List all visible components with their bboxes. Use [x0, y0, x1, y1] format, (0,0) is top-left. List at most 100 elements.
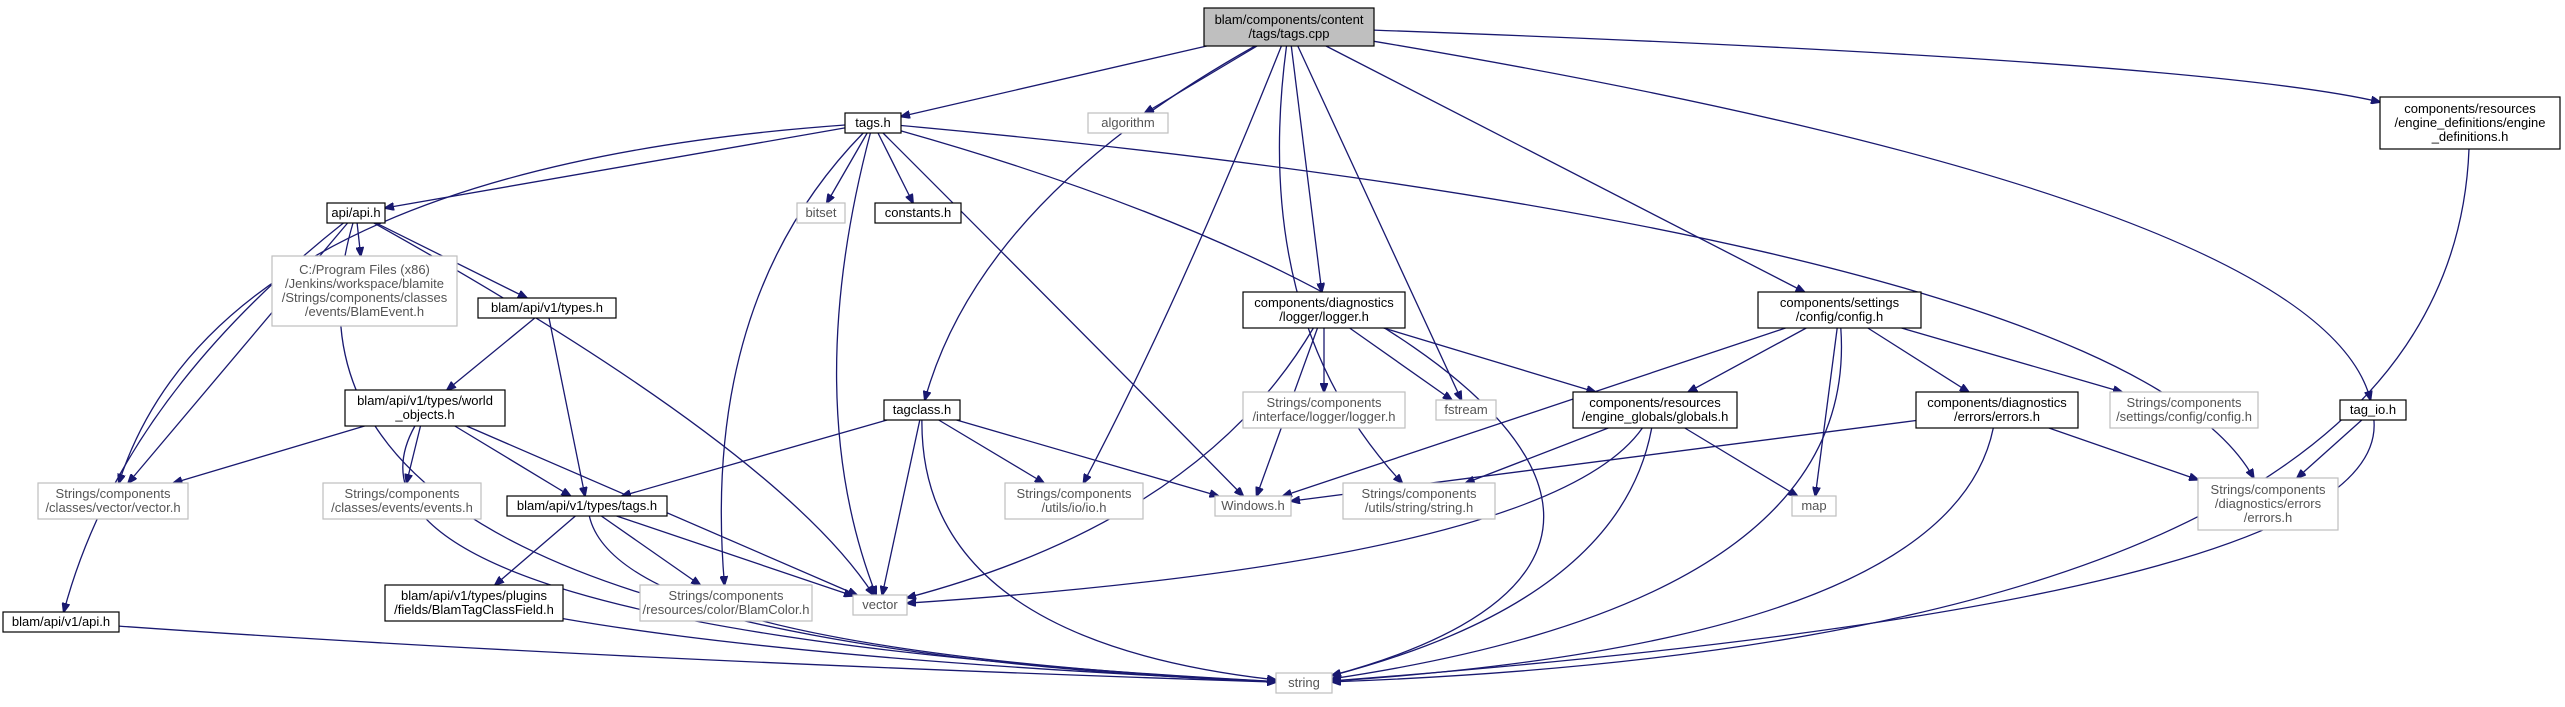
node-vector-h: Strings/components/classes/vector/vector… [37, 482, 189, 520]
node-label: blam/api/v1/api.h [12, 614, 110, 629]
edge-root-to-logger_h [1290, 45, 1322, 292]
edge-tags_h-to-bitset [827, 132, 868, 203]
node-label: map [1801, 498, 1826, 513]
edge-arrow [1688, 327, 1807, 392]
edge-config_h-to-errors_h [1867, 327, 1969, 392]
edge-tags_h-to-api_h [385, 127, 846, 208]
edge-arrow [1283, 327, 1786, 496]
edge-arrow [407, 425, 422, 483]
node-label: components/diagnostics [1927, 395, 2067, 410]
node-box [2339, 399, 2407, 421]
node-label: /settings/config/config.h [2116, 409, 2252, 424]
node-box [1004, 482, 1144, 520]
edge-config_h-to-map [1815, 327, 1838, 496]
node-errors-str: Strings/components/diagnostics/errors/er… [2197, 477, 2339, 531]
node-config-h[interactable]: components/settings/config/config.h [1757, 291, 1922, 329]
node-label: /classes/vector/vector.h [45, 500, 180, 515]
edge-tagclass_h-to-vector [882, 419, 921, 595]
edge-arrow [1332, 419, 2375, 681]
edge-arrow [562, 617, 1276, 682]
node-label: algorithm [1101, 115, 1154, 130]
node-label: /fields/BlamTagClassField.h [394, 602, 554, 617]
edge-api_v1_api-to-string [118, 625, 1276, 682]
node-box [1915, 391, 2079, 429]
node-types-tags-h[interactable]: blam/api/v1/types/tags.h [506, 495, 668, 517]
node-box [874, 202, 962, 224]
node-globals-h[interactable]: components/resources/engine_globals/glob… [1572, 391, 1738, 429]
node-box [271, 255, 458, 327]
edge-tags_h-to-vector_h [119, 124, 846, 483]
node-box [2109, 391, 2259, 429]
node-label: /logger/logger.h [1279, 309, 1369, 324]
edge-arrow [1325, 45, 1805, 292]
edge-root-to-tags_h [901, 45, 1207, 117]
node-label: bitset [805, 205, 836, 220]
node-box [384, 584, 564, 622]
node-map: map [1791, 495, 1837, 517]
node-box [844, 112, 902, 134]
node-vector: vector [852, 594, 908, 616]
edge-tags_h-to-blamcolor [721, 132, 864, 585]
node-box [344, 389, 506, 427]
node-blamcolor: Strings/components/resources/color/BlamC… [639, 584, 813, 622]
node-label: string [1288, 675, 1320, 690]
edge-arrow [1349, 327, 1452, 400]
node-label: Strings/components [2127, 395, 2242, 410]
node-api-v1-api[interactable]: blam/api/v1/api.h [2, 611, 120, 633]
node-world-objects[interactable]: blam/api/v1/types/world_objects.h [344, 389, 506, 427]
node-box [1791, 495, 1837, 517]
edge-arrow [119, 124, 846, 483]
node-errors-h[interactable]: components/diagnostics/errors/errors.h [1915, 391, 2079, 429]
edge-root-to-tag_io_h [1373, 40, 2371, 400]
edge-arrow [118, 625, 1276, 682]
edge-arrow [882, 419, 921, 595]
node-constants-h[interactable]: constants.h [874, 202, 962, 224]
node-tag-io-h[interactable]: tag_io.h [2339, 399, 2407, 421]
node-engine-definitions[interactable]: components/resources/engine_definitions/… [2379, 96, 2561, 150]
node-blamevent: C:/Program Files (x86)/Jenkins/workspace… [271, 255, 458, 327]
node-label: /diagnostics/errors [2215, 496, 2322, 511]
node-label: /utils/io/io.h [1041, 500, 1106, 515]
edge-arrow [1297, 45, 1462, 400]
edge-tagclass_h-to-windows_h [956, 419, 1219, 496]
node-tagclass-h[interactable]: tagclass.h [883, 399, 961, 421]
node-logger-h[interactable]: components/diagnostics/logger/logger.h [1242, 291, 1406, 329]
node-bitset: bitset [796, 202, 846, 224]
edge-arrow [1901, 327, 2123, 392]
node-label: /utils/string/string.h [1365, 500, 1473, 515]
edge-api_h-to-vector [373, 222, 874, 595]
edge-arrow [600, 515, 700, 585]
node-types-h[interactable]: blam/api/v1/types.h [477, 297, 617, 319]
edge-errors_h-to-string [1332, 427, 1994, 681]
edge-config_h-to-config_str [1901, 327, 2123, 392]
node-api-h[interactable]: api/api.h [326, 202, 386, 224]
edge-arrow [956, 419, 1219, 496]
edge-arrow [921, 419, 1276, 680]
edge-arrow [495, 515, 576, 585]
node-label: tag_io.h [2350, 402, 2396, 417]
edge-arrow [1815, 327, 1838, 496]
node-box [852, 594, 908, 616]
node-box [1214, 495, 1292, 517]
edge-tag_io_h-to-string [1332, 419, 2375, 681]
edge-errors_h-to-errors_str [2048, 427, 2198, 480]
node-label: blam/components/content [1215, 12, 1364, 27]
edge-logger_h-to-fstream [1349, 327, 1452, 400]
node-label: /resources/color/BlamColor.h [643, 602, 810, 617]
node-windows-h: Windows.h [1214, 495, 1292, 517]
edge-world_objects-to-types_tags_h [454, 425, 571, 496]
node-label: /events/BlamEvent.h [305, 304, 424, 319]
edge-arrow [1084, 45, 1283, 483]
edge-arrow [622, 419, 888, 496]
nodes: blam/components/content/tags/tags.cpp tag… [2, 7, 2561, 694]
node-label: /engine_definitions/engine [2394, 115, 2545, 130]
node-label: constants.h [885, 205, 952, 220]
edge-arrow [402, 425, 1276, 682]
node-io-h: Strings/components/utils/io/io.h [1004, 482, 1144, 520]
node-tagclassfield[interactable]: blam/api/v1/types/plugins/fields/BlamTag… [384, 584, 564, 622]
node-tags-h[interactable]: tags.h [844, 112, 902, 134]
edge-arrow [2297, 419, 2363, 478]
node-root[interactable]: blam/components/content/tags/tags.cpp [1203, 7, 1375, 47]
edge-arrow [877, 132, 913, 203]
